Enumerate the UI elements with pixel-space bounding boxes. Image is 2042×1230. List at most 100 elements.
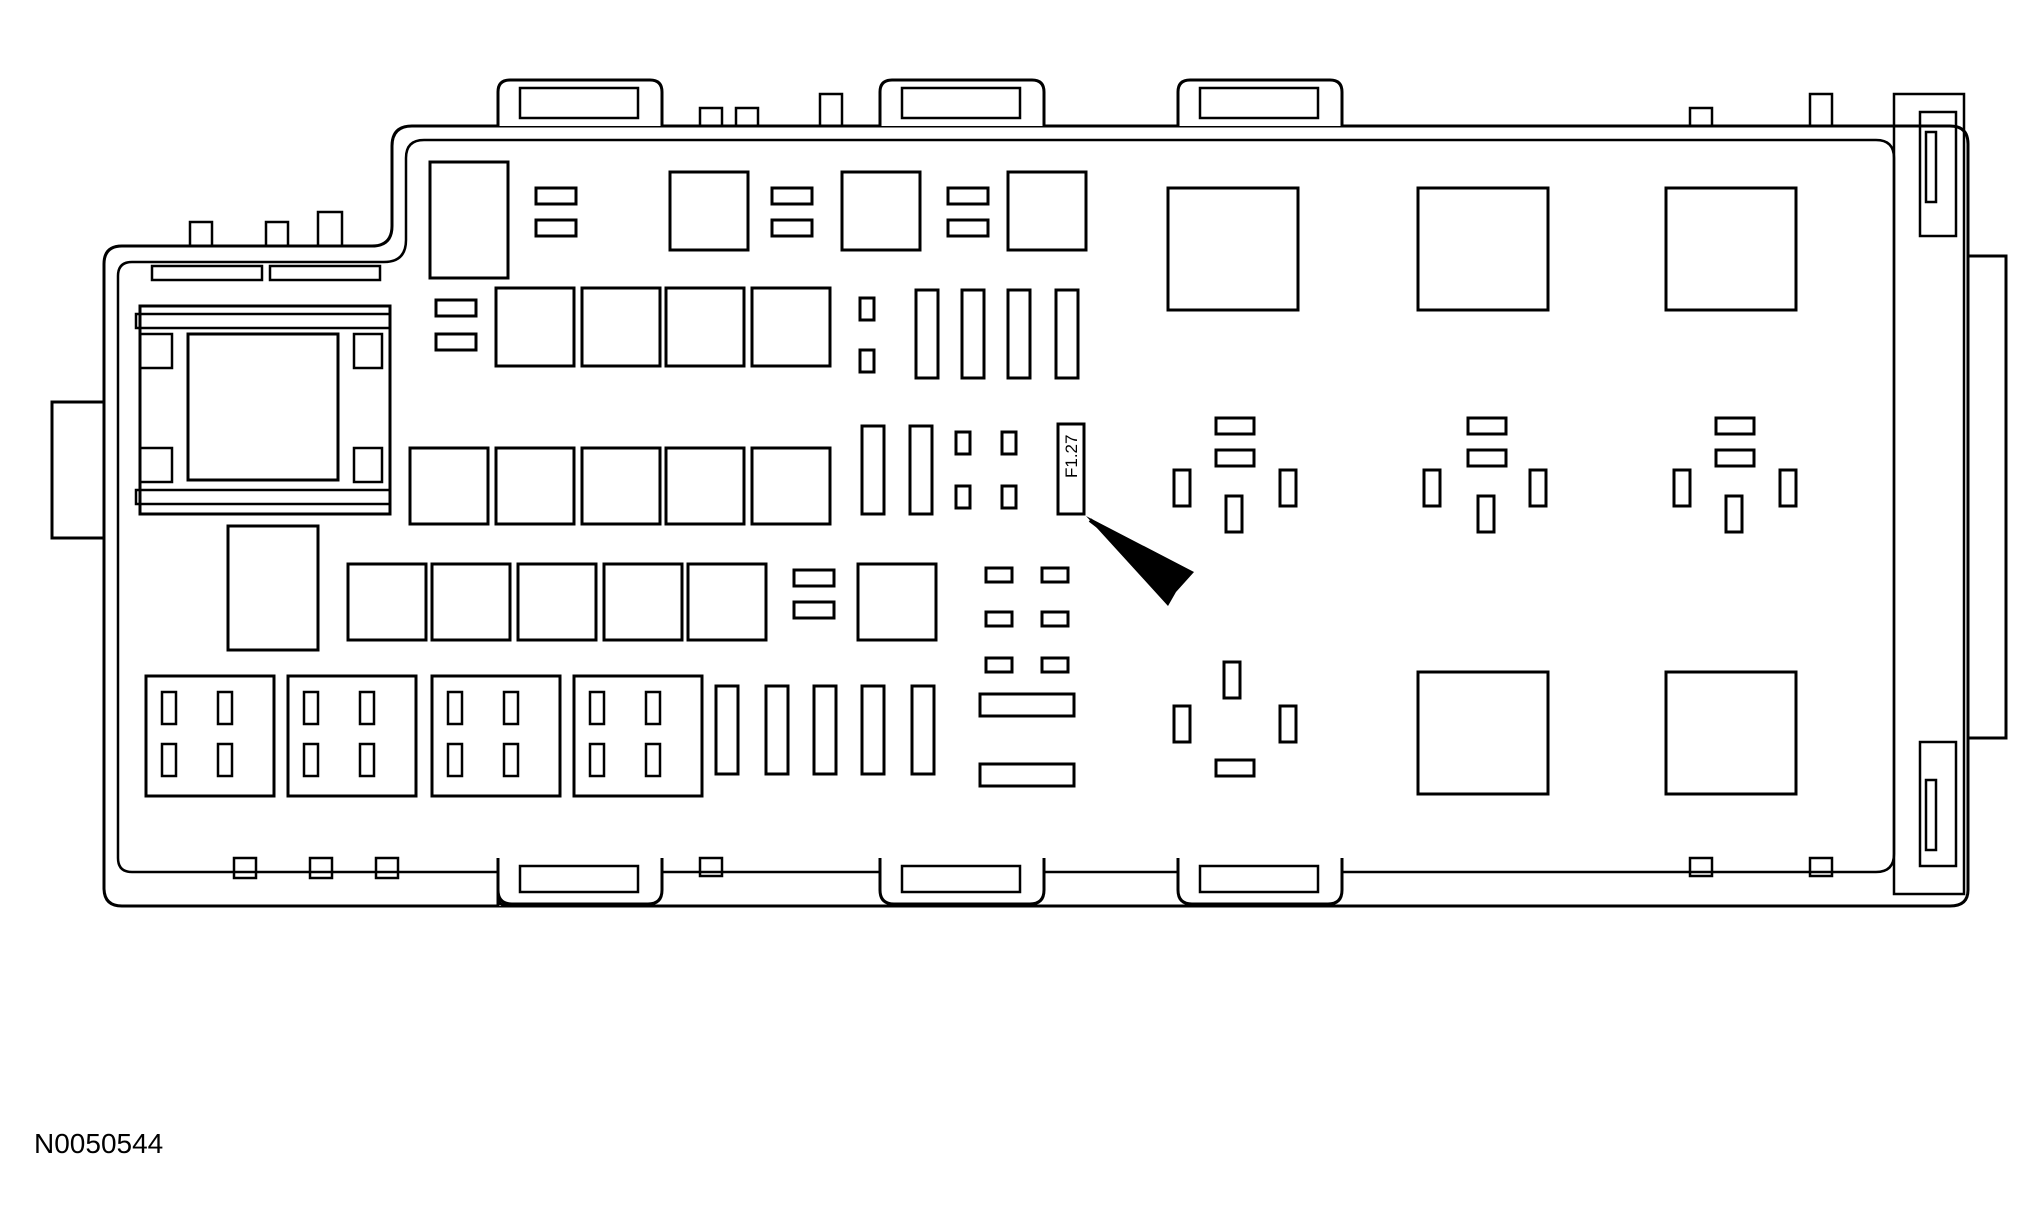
blade-fuse [1054,288,1080,380]
wide-fuse [978,692,1076,718]
top-clip-2 [878,78,1046,126]
bottom-clips [232,856,1834,908]
tiny-fuse [984,656,1014,674]
tab [698,856,724,878]
tab [698,106,724,128]
socket-pin [1466,416,1508,436]
large-relay [1664,670,1798,796]
tab [1808,856,1834,878]
relays-top [494,170,1088,368]
wide-fuse [978,762,1076,788]
tab [1808,92,1834,128]
mini-fuse [770,218,814,238]
pin [644,690,662,726]
latch-slot [1924,130,1938,204]
relay-tab [352,332,384,370]
relay-rail [134,312,392,330]
tiny-fuse [954,430,972,456]
relay-quad [144,674,276,798]
relay [494,446,576,526]
tiny-fuse [1000,430,1018,456]
tab [818,92,844,128]
blade-fuse [908,424,934,516]
relay-rail [134,488,392,506]
slot [150,264,264,282]
top-clip-1 [496,78,664,126]
relay [840,170,922,252]
relays-bottom-left [144,674,704,798]
large-relay [1416,670,1550,796]
pin [588,742,606,778]
relay-quad [430,674,562,798]
pin [446,742,464,778]
socket-pin [1214,758,1256,778]
mini-fuse [434,332,478,352]
blade-fuse [860,424,886,516]
socket-pin [1778,468,1798,508]
pin [588,690,606,726]
relay [1006,170,1088,252]
tiny-fuse [984,610,1014,628]
pin [302,742,320,778]
socket-pin [1714,448,1756,468]
relays-middle [408,446,832,526]
relay-quad [572,674,704,798]
socket-pin [1714,416,1756,436]
tiny-fuse [1040,610,1070,628]
pin [358,690,376,726]
tiny-fuse [954,484,972,510]
relay [408,446,490,526]
relays-lower [346,562,938,642]
socket-pin [1672,468,1692,508]
fuse-f1-27-label: F1.27 [1062,435,1081,478]
mini-fuse [792,568,836,588]
large-relay [1416,186,1550,312]
large-relay [1166,186,1300,312]
tab [308,856,334,880]
figure-code: N0050544 [34,1128,164,1159]
tab [316,210,344,248]
mini-fuse [770,186,814,206]
pin [302,690,320,726]
socket-pin [1172,468,1192,508]
large-relays [1166,186,1798,796]
tab [734,106,760,128]
right-latch-bottom [1918,740,1958,868]
socket-pin [1466,448,1508,468]
mini-fuses [434,186,990,620]
left-relay-block [134,264,392,516]
clip-window [1198,864,1320,894]
socket-pin [1422,468,1442,508]
relay [664,286,746,368]
socket-pin [1278,704,1298,744]
relay [668,170,750,252]
tab [1688,856,1714,878]
socket-pin [1528,468,1548,508]
pin [216,742,234,778]
top-clips [188,78,1834,248]
relay [430,562,512,642]
blade-fuse [914,288,940,380]
pin [216,690,234,726]
latch-slot [1924,778,1938,852]
pin [502,690,520,726]
pin [502,742,520,778]
socket-pin [1214,416,1256,436]
mini-fuse [534,218,578,238]
left-connector-stub [50,400,106,540]
relay [494,286,576,368]
top-clip-3 [1176,78,1344,126]
relay [856,562,938,642]
relay-tab [138,332,174,370]
mini-fuse [946,186,990,206]
blade-fuse [860,684,886,776]
fuse-f1-27: F1.27 [1056,422,1086,516]
relay-sockets [1172,416,1798,778]
fuse-f1-27-body [1056,422,1086,516]
relay [346,562,428,642]
tab [264,220,290,248]
tall-component-lower [226,524,320,652]
socket-pin [1278,468,1298,508]
slot [268,264,382,282]
